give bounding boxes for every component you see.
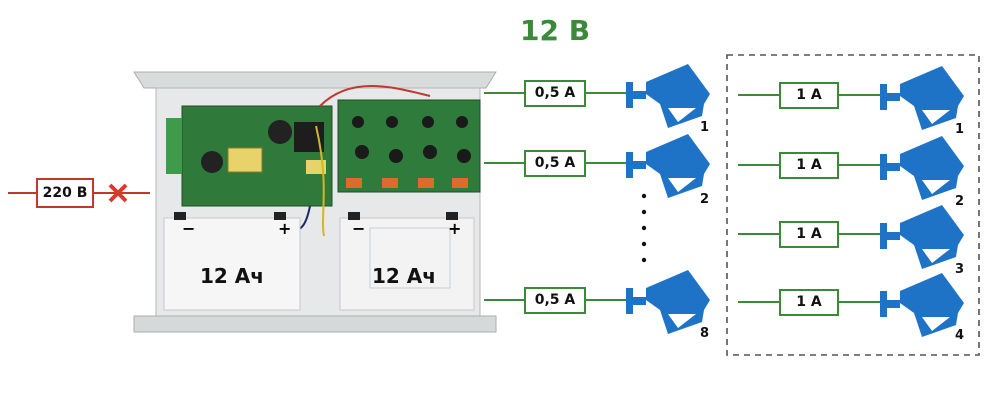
camera-icon [880,273,964,337]
camera-number: 8 [700,326,710,341]
camera-icon [880,136,964,200]
current-label-cam-1: 0,5 А [524,80,586,107]
camera-icon [626,134,710,198]
camera-icon [880,66,964,130]
current-label-group-cam-1: 1 А [779,82,839,109]
current-label-cam-8: 0,5 А [524,287,586,314]
camera-number: 1 [955,122,965,137]
current-label-group-cam-4: 1 А [779,289,839,316]
voltage-title: 12 В [520,14,591,47]
camera-number: 3 [955,262,965,277]
camera-icon [626,270,710,334]
dashed-group-frame [726,54,980,356]
current-label-cam-2: 0,5 А [524,150,586,177]
camera-number: 2 [955,194,965,209]
camera-number: 1 [700,120,710,135]
camera-icon [880,205,964,269]
ellipsis-dots [641,193,647,263]
battery-left-plus: + [278,219,292,238]
camera-number: 4 [955,328,965,343]
battery-left-label: 12 Ач [200,264,265,288]
camera-icon [626,64,710,128]
power-supply-enclosure [133,71,497,333]
current-label-group-cam-3: 1 А [779,221,839,248]
camera-number: 2 [700,192,710,207]
battery-right-plus: + [448,219,462,238]
battery-right-label: 12 Ач [372,264,437,288]
mains-label: 220 В [36,178,94,208]
battery-left-minus: − [182,219,196,238]
current-label-group-cam-2: 1 А [779,152,839,179]
battery-right-minus: − [352,219,366,238]
